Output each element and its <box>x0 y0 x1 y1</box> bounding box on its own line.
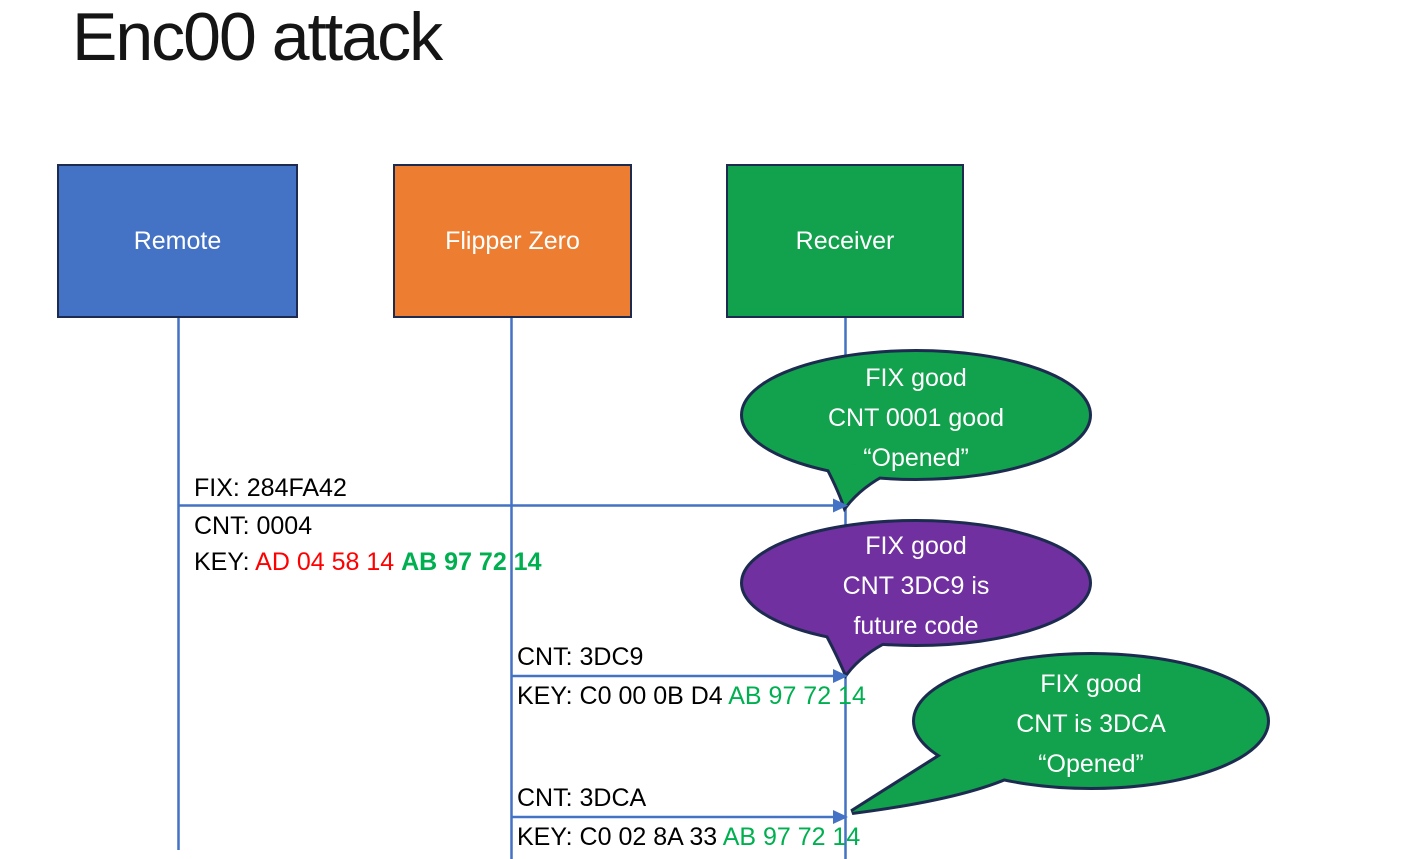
callout-line: FIX good <box>865 364 967 392</box>
callout-line: FIX good <box>865 532 967 560</box>
key-prefix: KEY: C0 00 0B D4 <box>517 682 729 710</box>
key-bytes-green: AB 97 72 14 <box>728 682 866 710</box>
callout-ellipse <box>743 352 1089 478</box>
key-prefix: KEY: C0 02 8A 33 <box>517 823 723 851</box>
key-bytes-green: AB 97 72 14 <box>401 548 542 576</box>
callout-line: “Opened” <box>1038 750 1144 778</box>
arrow-remote-to-receiver <box>178 498 848 513</box>
actor-label: Flipper Zero <box>445 226 580 255</box>
actor-box-flipper-zero: Flipper Zero <box>393 164 632 318</box>
message2-cnt-label: CNT: 3DC9 <box>517 643 644 671</box>
arrowhead-icon <box>833 498 848 513</box>
callout-line: future code <box>853 612 979 640</box>
callout-ellipse <box>743 522 1089 644</box>
callout-line: CNT 0001 good <box>827 404 1005 432</box>
callout-text-cnt-0001: FIX good CNT 0001 good “Opened” <box>741 358 1091 478</box>
callout-text-cnt-3dca: FIX good CNT is 3DCA “Opened” <box>916 664 1266 784</box>
callout-line: “Opened” <box>863 444 969 472</box>
arrow-flipper-to-receiver-2 <box>511 810 848 824</box>
message3-key-label: KEY: C0 02 8A 33 AB 97 72 14 <box>517 822 860 852</box>
callout-cnt-0001-good <box>740 349 1092 513</box>
key-bytes-green: AB 97 72 14 <box>722 823 861 851</box>
page-title: Enc00 attack <box>72 0 443 75</box>
callout-ellipse <box>915 655 1267 787</box>
arrowhead-icon <box>833 810 848 824</box>
key-prefix: KEY: <box>194 548 256 576</box>
message3-cnt-label: CNT: 3DCA <box>517 784 647 812</box>
callout-tail-fill <box>852 750 1012 812</box>
actor-label: Receiver <box>795 226 895 255</box>
callout-text-cnt-3dc9: FIX good CNT 3DC9 is future code <box>741 526 1091 646</box>
message1-fix-label: FIX: 284FA42 <box>194 474 347 502</box>
actor-box-receiver: Receiver <box>726 164 964 318</box>
message1-cnt-label: CNT: 0004 <box>194 512 313 540</box>
actor-label: Remote <box>133 226 222 255</box>
callout-cnt-3dc9-future <box>740 519 1092 679</box>
arrow-flipper-to-receiver-1 <box>511 669 848 683</box>
key-bytes-red: AD 04 58 14 <box>255 548 402 576</box>
callout-tail-fill <box>824 628 892 673</box>
message1-key-label: KEY: AD 04 58 14 AB 97 72 14 <box>194 547 541 577</box>
actor-box-remote: Remote <box>57 164 298 318</box>
callout-line: CNT 3DC9 is <box>842 572 990 600</box>
callout-line: CNT is 3DCA <box>1016 710 1166 738</box>
callout-tail-fill <box>824 460 892 506</box>
message2-key-label: KEY: C0 00 0B D4 AB 97 72 14 <box>517 681 866 711</box>
arrowhead-icon <box>833 669 848 683</box>
callout-cnt-3dca-opened <box>850 652 1270 815</box>
callout-line: FIX good <box>1040 670 1142 698</box>
